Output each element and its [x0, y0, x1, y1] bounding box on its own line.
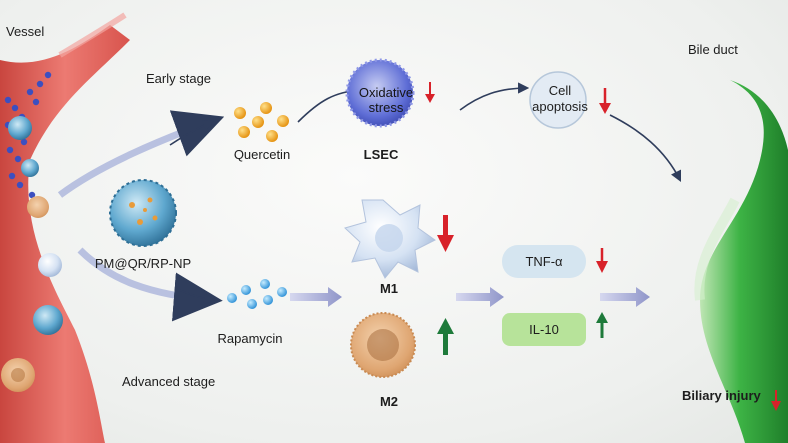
arrow-to-apoptosis — [459, 82, 530, 111]
early-stage-label: Early stage — [146, 71, 212, 86]
nanoparticle-graphic — [109, 179, 177, 247]
bile-duct-label: Bile duct — [688, 42, 738, 57]
lsec-label: LSEC — [363, 147, 399, 162]
cell-apoptosis-label-line2: apoptosis — [532, 99, 588, 114]
quercetin-particles — [234, 102, 289, 142]
lsec-cell — [345, 58, 415, 128]
block-arrows — [290, 287, 650, 307]
nanoparticle-label: PM@QR/RP-NP — [94, 256, 192, 271]
up-indicators — [437, 312, 608, 355]
vessel-graphic — [0, 12, 130, 443]
rapamycin-particles — [227, 279, 287, 309]
oxidative-stress-label-line1: Oxidative — [358, 85, 414, 100]
m2-label: M2 — [379, 394, 399, 409]
vessel-label: Vessel — [6, 24, 45, 39]
arrow-to-bile-duct — [609, 114, 682, 183]
il10-label: IL-10 — [529, 322, 559, 337]
m1-label: M1 — [379, 281, 399, 296]
biliary-injury-label: Biliary injury — [682, 388, 761, 403]
biliary-injury-down-arrow — [771, 390, 781, 411]
apoptosis-down-arrow — [599, 88, 611, 114]
bile-duct-graphic — [694, 80, 788, 443]
arrow-to-quercetin — [169, 120, 215, 146]
m1-down-arrow — [437, 215, 454, 252]
apoptosis-cell — [529, 71, 587, 129]
oxidative-stress-label-line2: stress — [368, 100, 404, 115]
m1-cell — [344, 199, 436, 279]
tnf-label: TNF-α — [525, 254, 563, 269]
oxidative-stress-down-arrow — [425, 82, 435, 103]
rapamycin-label: Rapamycin — [217, 331, 283, 346]
quercetin-label: Quercetin — [233, 147, 291, 162]
tnf-box — [502, 245, 586, 278]
advanced-stage-label: Advanced stage — [122, 374, 216, 389]
cell-apoptosis-label-line1: Cell — [548, 83, 572, 98]
il10-up-arrow — [596, 312, 608, 338]
down-indicators — [425, 82, 781, 411]
m2-cell — [350, 312, 416, 378]
il10-box — [502, 313, 586, 346]
m2-up-arrow — [437, 318, 454, 355]
tnf-down-arrow — [596, 248, 608, 273]
arrow-to-rapamycin — [179, 289, 216, 305]
